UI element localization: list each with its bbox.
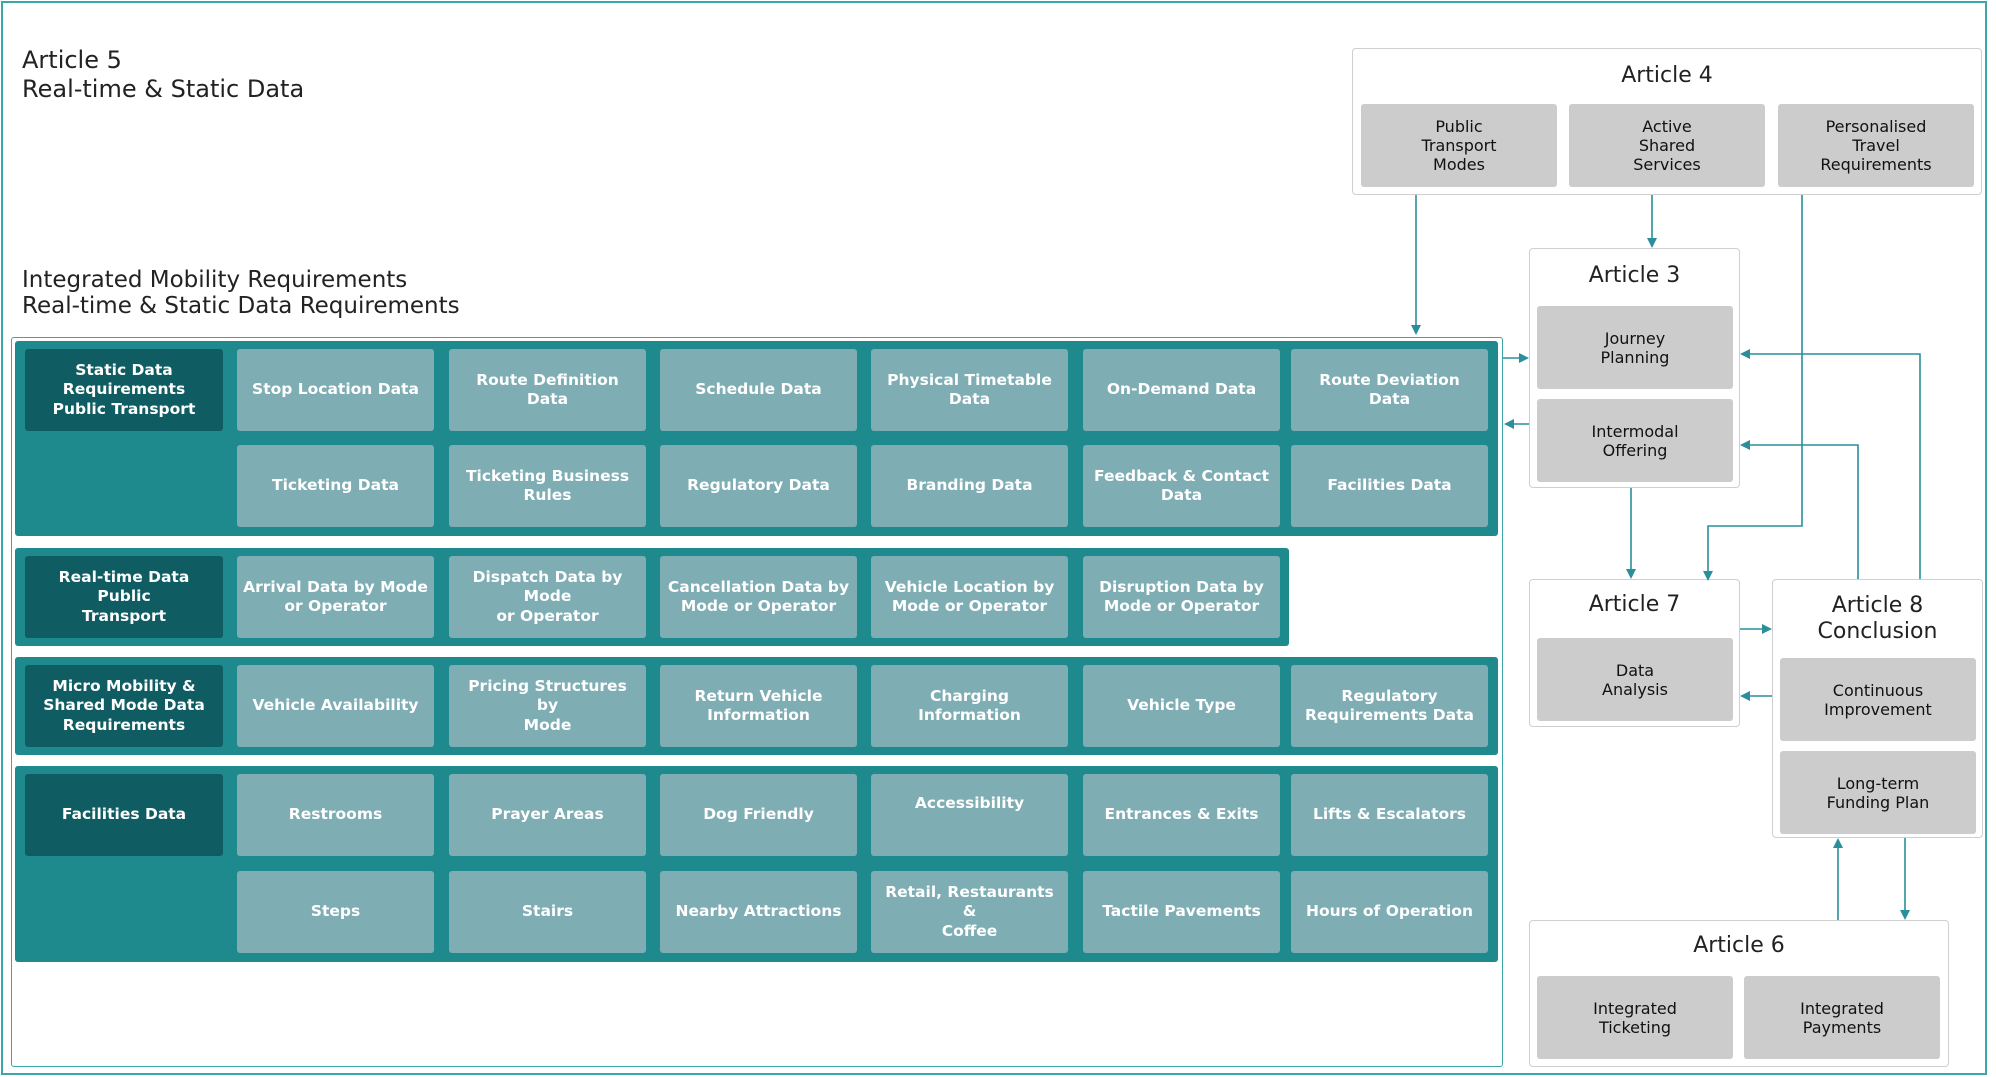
data-cell-nearby-attractions: Nearby Attractions	[660, 871, 857, 953]
data-cell-schedule: Schedule Data	[660, 349, 857, 431]
data-cell-on-demand: On-Demand Data	[1083, 349, 1280, 431]
data-cell-regulatory-requirements: Regulatory Requirements Data	[1291, 665, 1488, 747]
data-cell-return-vehicle: Return Vehicle Information	[660, 665, 857, 747]
article3-title: Article 3	[1588, 263, 1681, 288]
article3-journey-planning: Journey Planning	[1537, 306, 1733, 389]
article6-integrated-payments: Integrated Payments	[1744, 976, 1940, 1059]
data-cell-hours-of-operation: Hours of Operation	[1291, 871, 1488, 953]
article6-title: Article 6	[1693, 933, 1785, 958]
data-cell-dog-friendly: Dog Friendly	[660, 774, 857, 856]
data-cell-lifts-escalators: Lifts & Escalators	[1291, 774, 1488, 856]
article5-title-line2: Real-time & Static Data	[22, 75, 305, 103]
article5-title: Article 5 Real-time & Static Data	[22, 46, 422, 104]
requirements-title-line2: Real-time & Static Data Requirements	[22, 293, 460, 319]
data-cell-retail-restaurants: Retail, Restaurants & Coffee	[871, 871, 1068, 953]
data-cell-cancellation: Cancellation Data by Mode or Operator	[660, 556, 857, 638]
requirements-container	[11, 337, 1503, 1067]
data-cell-disruption: Disruption Data by Mode or Operator	[1083, 556, 1280, 638]
data-cell-charging: Charging Information	[871, 665, 1068, 747]
article7-title: Article 7	[1588, 592, 1681, 617]
data-cell-vehicle-availability: Vehicle Availability	[237, 665, 434, 747]
article6-integrated-ticketing: Integrated Ticketing	[1537, 976, 1733, 1059]
realtime-data-header: Real-time Data Public Transport	[25, 556, 223, 638]
data-cell-route-deviation: Route Deviation Data	[1291, 349, 1488, 431]
data-cell-vehicle-location: Vehicle Location by Mode or Operator	[871, 556, 1068, 638]
article8-title: Article 8 Conclusion	[1817, 593, 1938, 644]
micro-mobility-header: Micro Mobility & Shared Mode Data Requir…	[25, 665, 223, 747]
data-cell-steps: Steps	[237, 871, 434, 953]
realtime-data-panel	[15, 548, 1289, 646]
data-cell-branding: Branding Data	[871, 445, 1068, 527]
data-cell-facilities: Facilities Data	[1291, 445, 1488, 527]
data-cell-dispatch: Dispatch Data by Mode or Operator	[449, 556, 646, 638]
data-cell-restrooms: Restrooms	[237, 774, 434, 856]
data-cell-physical-timetable: Physical Timetable Data	[871, 349, 1068, 431]
data-cell-ticketing-business-rules: Ticketing Business Rules	[449, 445, 646, 527]
data-cell-prayer-areas: Prayer Areas	[449, 774, 646, 856]
data-cell-regulatory: Regulatory Data	[660, 445, 857, 527]
article3-intermodal-offering: Intermodal Offering	[1537, 399, 1733, 482]
data-cell-accessibility: Accessibility	[871, 774, 1068, 856]
data-cell-arrival: Arrival Data by Mode or Operator	[237, 556, 434, 638]
data-cell-entrances-exits: Entrances & Exits	[1083, 774, 1280, 856]
data-cell-stairs: Stairs	[449, 871, 646, 953]
data-cell-vehicle-type: Vehicle Type	[1083, 665, 1280, 747]
data-cell-ticketing: Ticketing Data	[237, 445, 434, 527]
article4-personalised-travel: Personalised Travel Requirements	[1778, 104, 1974, 187]
article4-title: Article 4	[1621, 63, 1713, 88]
article8-long-term-funding: Long-term Funding Plan	[1780, 751, 1976, 834]
data-cell-pricing-structures: Pricing Structures by Mode	[449, 665, 646, 747]
facilities-data-header: Facilities Data	[25, 774, 223, 856]
requirements-title-line1: Integrated Mobility Requirements	[22, 267, 408, 293]
data-cell-tactile-pavements: Tactile Pavements	[1083, 871, 1280, 953]
article5-title-line1: Article 5	[22, 46, 122, 74]
article7-data-analysis: Data Analysis	[1537, 638, 1733, 721]
data-cell-route-definition: Route Definition Data	[449, 349, 646, 431]
data-cell-stop-location: Stop Location Data	[237, 349, 434, 431]
data-cell-feedback-contact: Feedback & Contact Data	[1083, 445, 1280, 527]
article4-active-shared-services: Active Shared Services	[1569, 104, 1765, 187]
article4-public-transport-modes: Public Transport Modes	[1361, 104, 1557, 187]
article8-continuous-improvement: Continuous Improvement	[1780, 658, 1976, 741]
requirements-title: Integrated Mobility Requirements Real-ti…	[22, 267, 522, 319]
static-data-header: Static Data Requirements Public Transpor…	[25, 349, 223, 431]
